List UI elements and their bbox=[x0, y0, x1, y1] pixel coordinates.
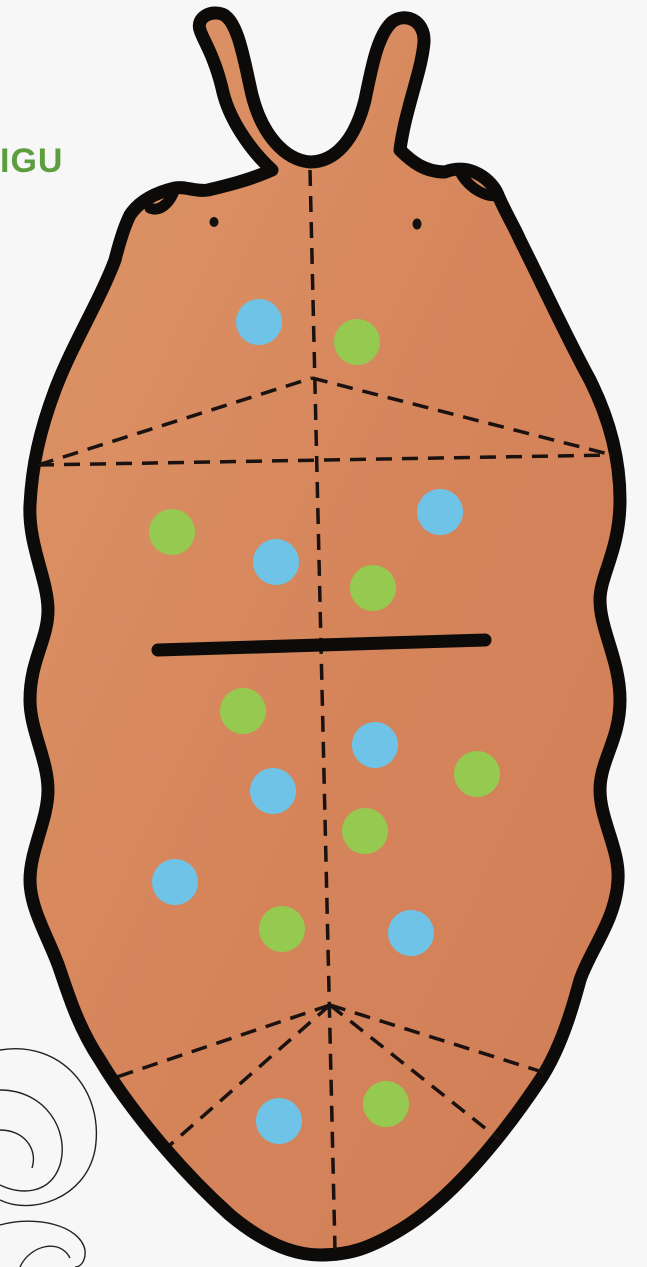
blue-dot bbox=[152, 859, 198, 905]
green-dot bbox=[363, 1081, 409, 1127]
spiral-shell-outline bbox=[0, 1049, 96, 1267]
green-dot bbox=[220, 688, 266, 734]
blue-dot bbox=[417, 489, 463, 535]
eye-left bbox=[210, 217, 219, 227]
green-dot bbox=[149, 509, 195, 555]
blue-dot bbox=[236, 299, 282, 345]
blue-dot bbox=[352, 722, 398, 768]
green-dot bbox=[454, 751, 500, 797]
green-dot bbox=[342, 808, 388, 854]
eye-right bbox=[413, 219, 422, 230]
blue-dot bbox=[253, 539, 299, 585]
green-dot bbox=[334, 319, 380, 365]
blue-dot bbox=[250, 768, 296, 814]
blue-dot bbox=[388, 910, 434, 956]
green-dot bbox=[259, 906, 305, 952]
blue-dot bbox=[256, 1098, 302, 1144]
green-dot bbox=[350, 565, 396, 611]
